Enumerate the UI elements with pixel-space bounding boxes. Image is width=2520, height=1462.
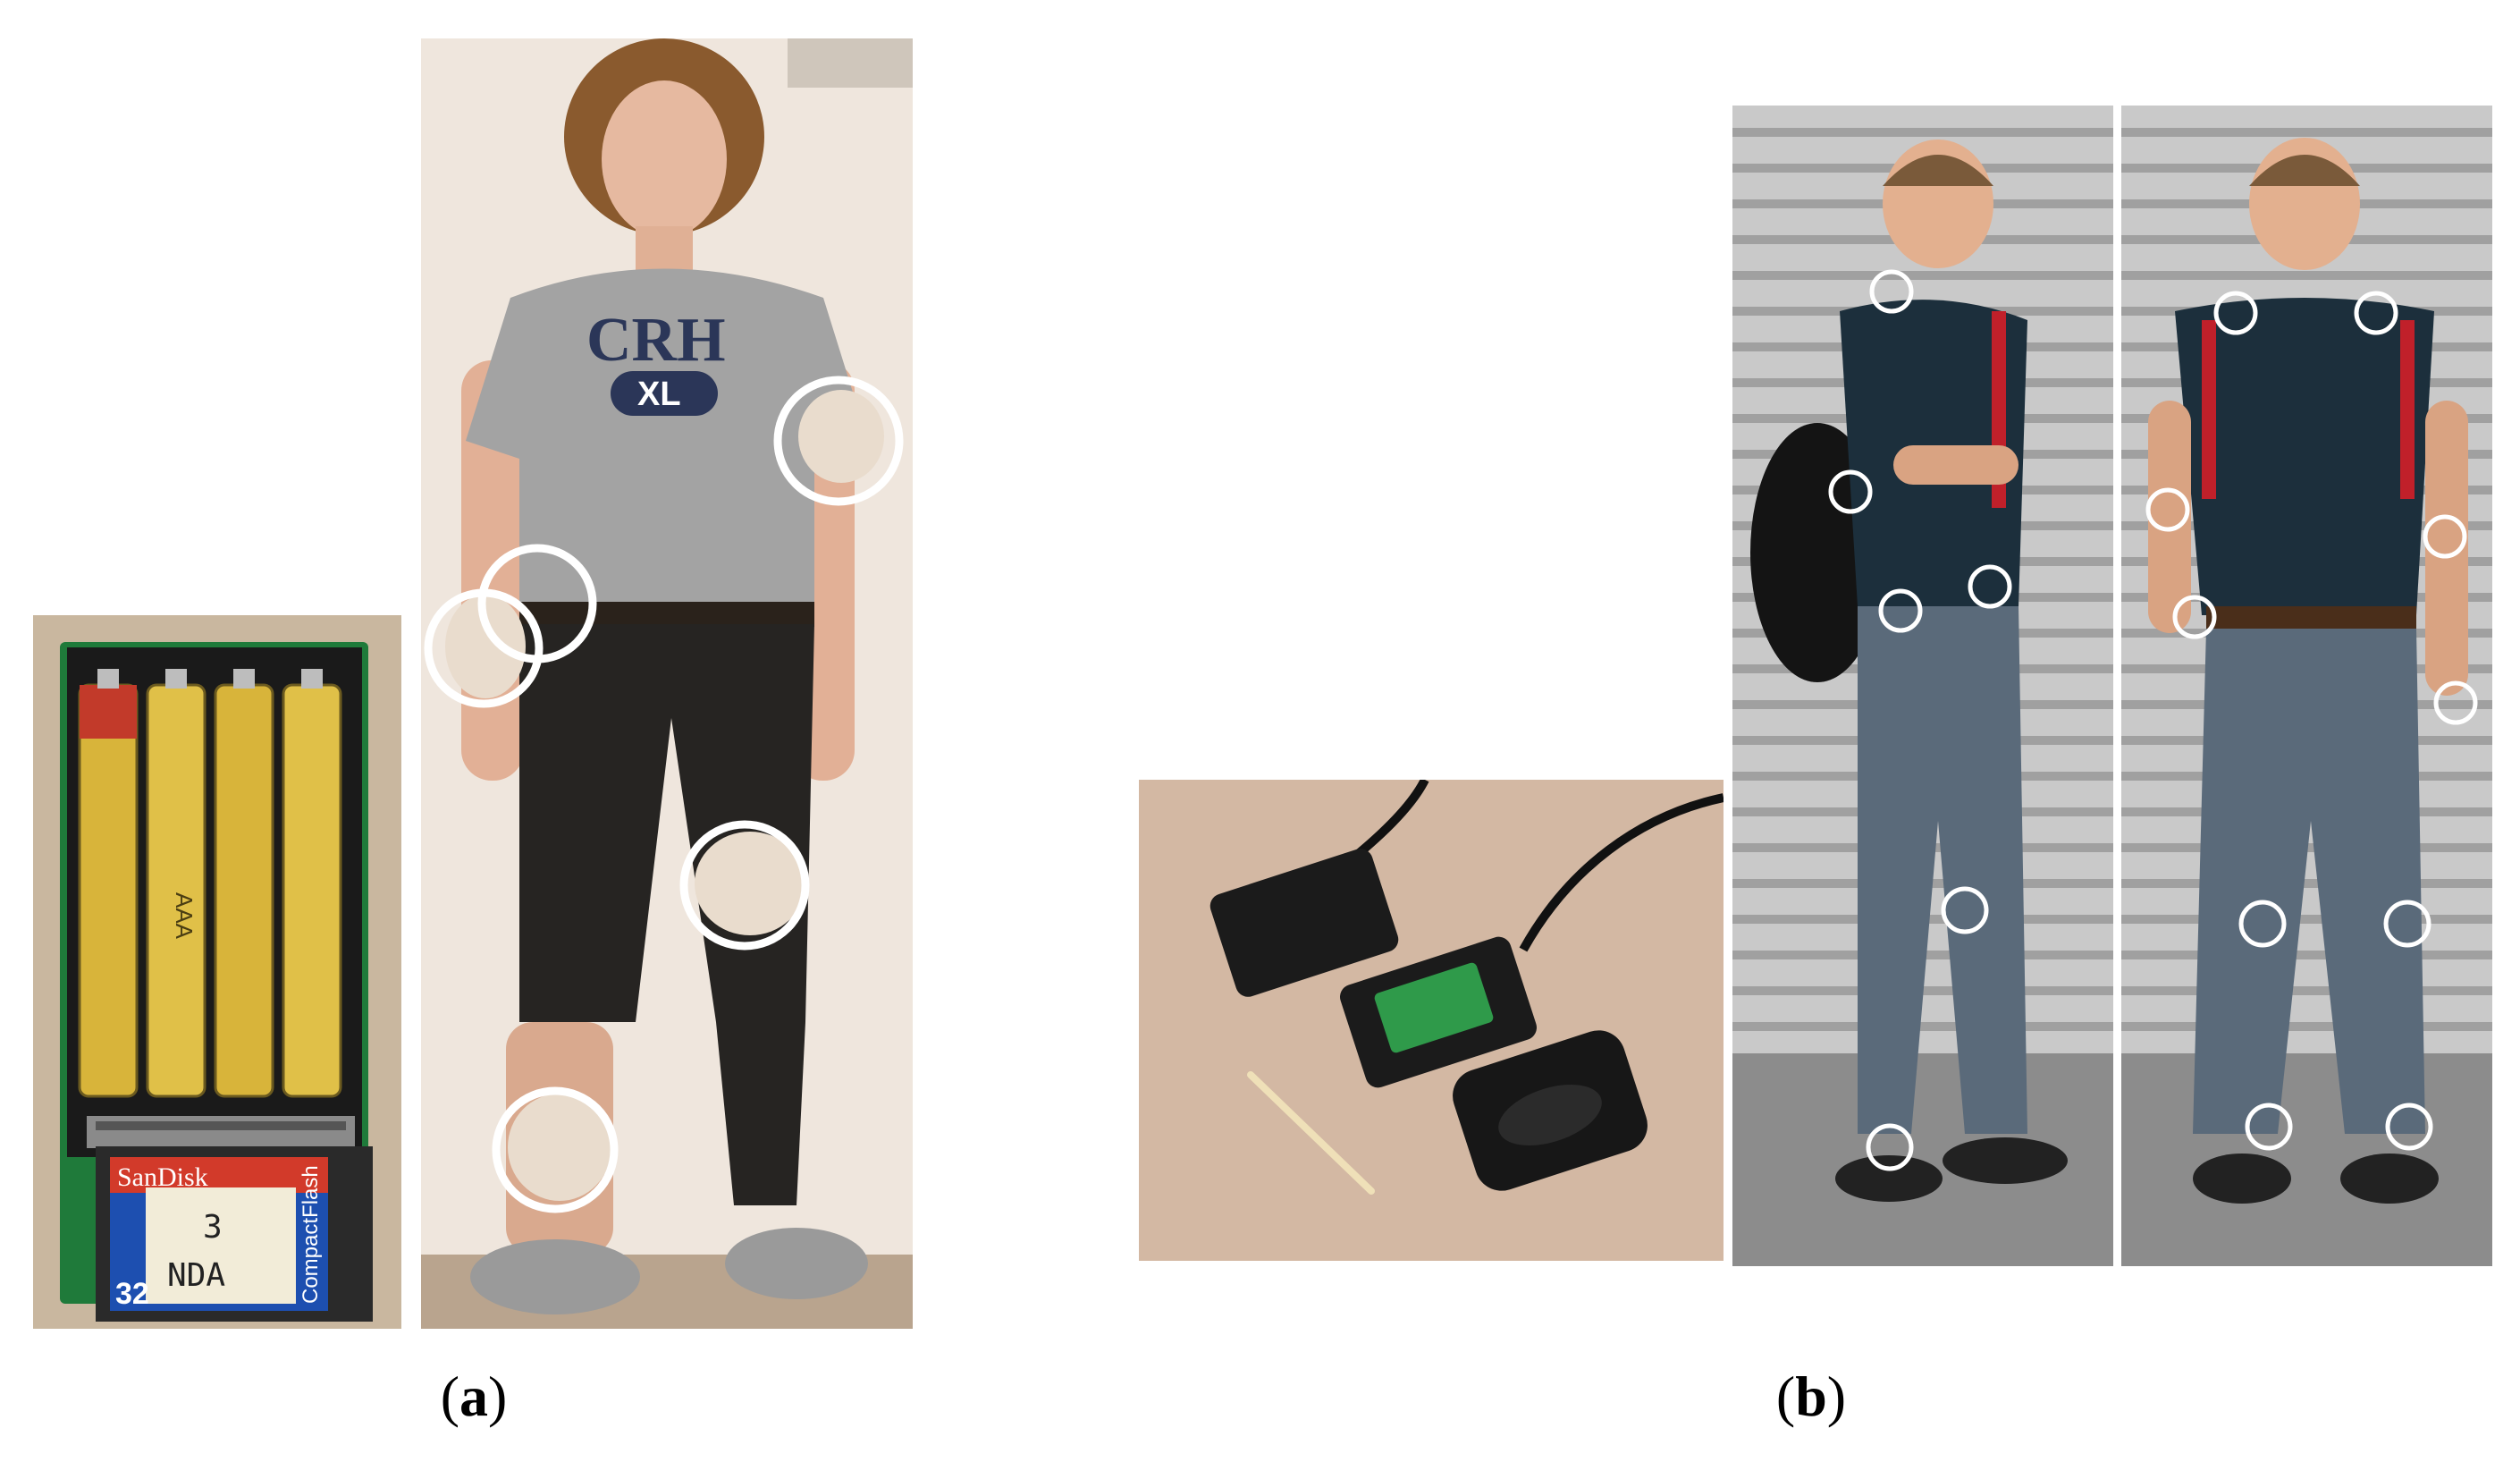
- sensor-markers-b-side: [1828, 269, 2012, 1171]
- subject-b-side-illustration: [1732, 106, 2113, 1266]
- data-logger-illustration: AAA SanDisk 3 NDA 32 CompactFlash: [33, 615, 401, 1329]
- compactflash-card: SanDisk 3 NDA 32 CompactFlash: [96, 1146, 373, 1322]
- panel-b-label: (b): [1722, 1364, 1901, 1430]
- card-brand: SanDisk: [117, 1162, 208, 1192]
- subject-b-front-photo: [2121, 106, 2492, 1266]
- sensor-markers-b-front: [2145, 291, 2478, 1151]
- sensor-modules-photo: [1139, 780, 1724, 1261]
- panel-a-close-paren: ): [488, 1365, 508, 1428]
- sensor-markers-a: [424, 376, 904, 1213]
- panel-b-open-paren: (: [1775, 1365, 1796, 1428]
- card-capacity: 32: [115, 1277, 149, 1311]
- subject-a-illustration: CRH XL: [421, 38, 913, 1329]
- subject-a-photo: CRH XL: [421, 38, 913, 1329]
- panel-a-open-paren: (: [440, 1365, 459, 1428]
- subject-b-front-illustration: [2121, 106, 2492, 1266]
- shirt-size: XL: [637, 376, 681, 413]
- card-handwritten-number: 3: [203, 1209, 223, 1246]
- card-product: CompactFlash: [299, 1165, 323, 1304]
- subject-b-side-photo: [1732, 106, 2113, 1266]
- battery-group: AAA: [78, 669, 342, 1098]
- card-handwritten-text: NDA: [167, 1257, 225, 1294]
- sensor-modules-illustration: [1139, 780, 1724, 1261]
- panel-b-close-paren: ): [1826, 1365, 1847, 1428]
- data-logger-photo: AAA SanDisk 3 NDA 32 CompactFlash: [33, 615, 401, 1329]
- panel-a-label: (a): [384, 1364, 563, 1430]
- battery-label: AAA: [171, 892, 198, 940]
- panel-a-letter: a: [459, 1365, 488, 1428]
- shirt-text: CRH: [586, 306, 726, 375]
- panel-b-letter: b: [1795, 1365, 1827, 1428]
